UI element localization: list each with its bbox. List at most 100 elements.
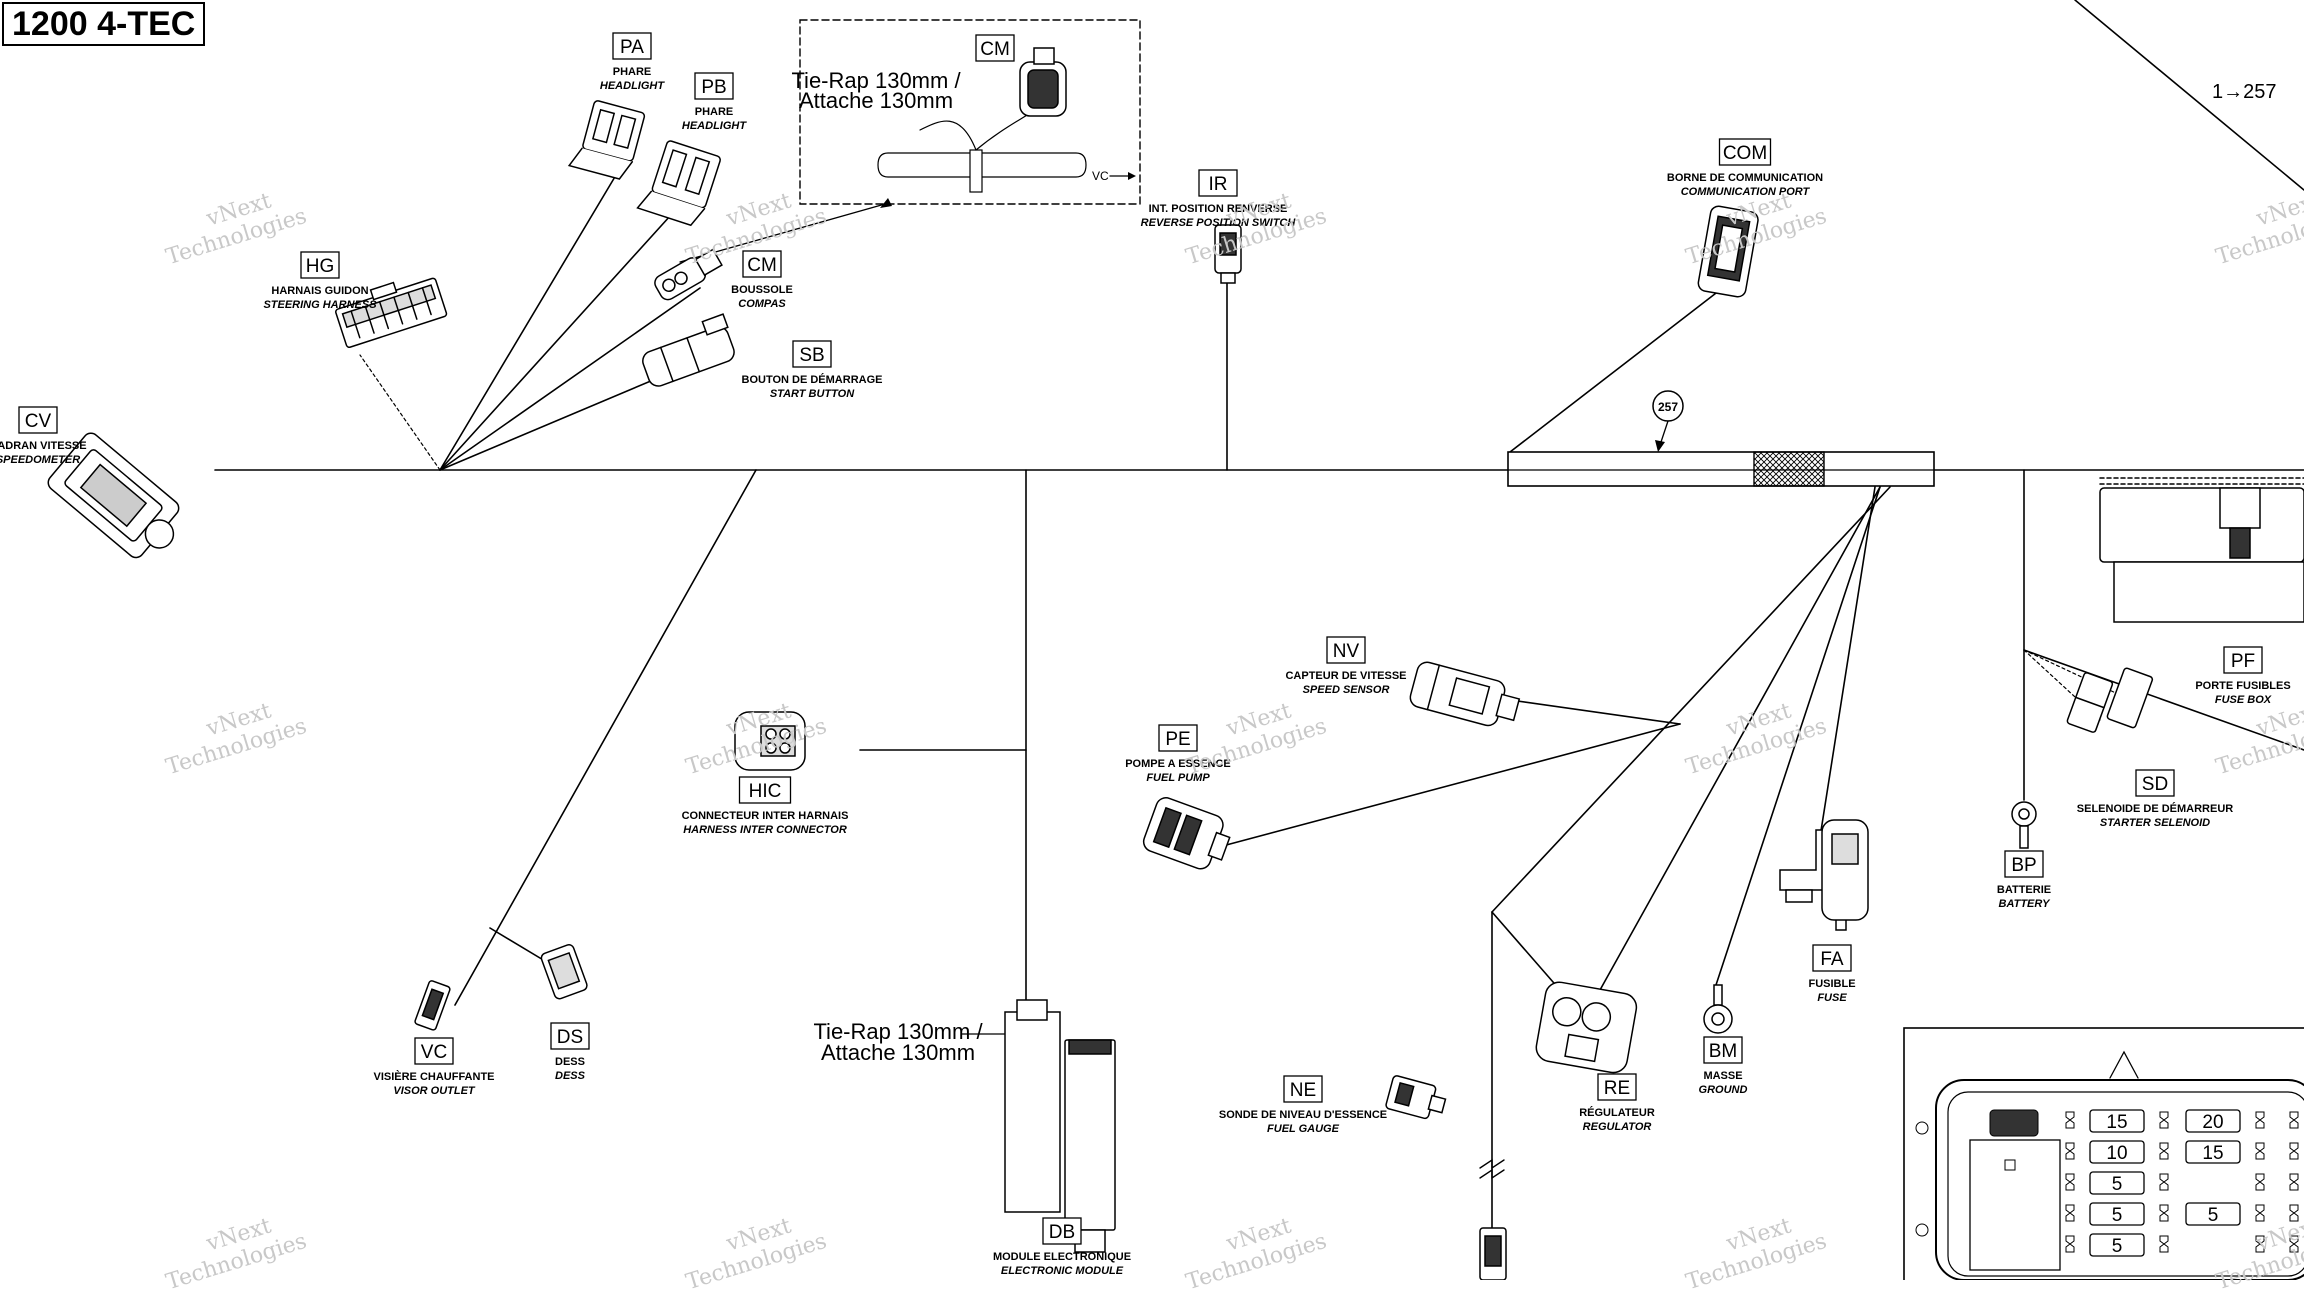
connector-name-fr: PHARE (613, 66, 652, 78)
connector-name-fr: RÉGULATEUR (1579, 1106, 1655, 1119)
fuse-slot-icon (2159, 1142, 2169, 1160)
fuse-slot-icon (2289, 1111, 2299, 1129)
connector-name-fr: CAPTEUR DE VITESSE (1285, 670, 1406, 682)
fuse-rating: 5 (2112, 1236, 2123, 1257)
connector-code: PF (2231, 651, 2255, 672)
fuse-slot-icon (2065, 1111, 2075, 1129)
connector-name-fr: BOUSSOLE (731, 284, 793, 296)
connector-code: CM (980, 39, 1010, 60)
harness-conduit (1507, 451, 1935, 487)
harness-connector-icon (734, 711, 806, 771)
connector-name-fr: FUSIBLE (1808, 978, 1855, 990)
connector-code: BP (2011, 855, 2036, 876)
speedometer-icon (47, 432, 180, 559)
connector-name-fr: BATTERIE (1997, 884, 2051, 896)
fuse-cell: 5 (2089, 1171, 2145, 1195)
speed-sensor-icon (1409, 661, 1521, 727)
connector-name-en: FUEL PUMP (1146, 772, 1210, 784)
ground-terminal-icon (1703, 984, 1733, 1034)
connector-name-fr: MODULE ELECTRONIQUE (993, 1251, 1131, 1263)
connector-name-fr: BORNE DE COMMUNICATION (1667, 172, 1823, 184)
fuse-rating: 5 (2112, 1174, 2123, 1195)
fuse-slot-icon (2255, 1204, 2265, 1222)
connector-name-en: FUEL GAUGE (1267, 1123, 1340, 1135)
fuse-cell: 5 (2185, 1202, 2241, 1226)
headlight-pa-icon (567, 100, 646, 180)
connector-name-fr: MASSE (1703, 1070, 1742, 1082)
connector-name-fr: HARNAIS GUIDON (271, 285, 368, 297)
headlight-pb-icon (636, 140, 721, 227)
connector-name-fr: PORTE FUSIBLES (2195, 680, 2290, 692)
connector-name-en: HEADLIGHT (600, 80, 665, 92)
connector-name-en: VISOR OUTLET (393, 1085, 476, 1097)
connector-name-fr: CONNECTEUR INTER HARNAIS (682, 810, 849, 822)
connector-name-fr: VISIÈRE CHAUFFANTE (373, 1070, 494, 1083)
steering-harness-icon (335, 277, 448, 349)
fuse-slot-icon (2255, 1111, 2265, 1129)
connector-name-en: STEERING HARNESS (263, 299, 377, 311)
tie-rap-bottom-line1: Tie-Rap 130mm / (813, 1019, 983, 1044)
connector-code: BM (1709, 1041, 1738, 1062)
connector-code: CM (747, 255, 777, 276)
fuse-rating: 10 (2106, 1143, 2127, 1164)
communication-port-icon (1697, 205, 1759, 298)
tie-rap-detail: Tie-Rap 130mm / Attache 130mm VC (679, 19, 1141, 263)
connector-name-en: REVERSE POSITION SWITCH (1141, 217, 1297, 229)
tie-rap-bottom: Tie-Rap 130mm /Attache 130mm (813, 1019, 1005, 1065)
visor-outlet-icon (414, 980, 451, 1031)
start-button-icon (642, 313, 735, 387)
fuse-cell: 10 (2089, 1140, 2145, 1164)
tie-rap-top-line1: Tie-Rap 130mm / (791, 68, 961, 93)
fuse-slot-icon (2289, 1235, 2299, 1253)
connector-name-en: FUSE (1817, 992, 1847, 1004)
page-reference: 1→257 (2212, 81, 2277, 103)
connector-code: SB (799, 345, 824, 366)
connector-label-pf: PF PORTE FUSIBLES FUSE BOX (2195, 646, 2291, 706)
fuse-rating: 5 (2112, 1205, 2123, 1226)
connector-label-cm: CM (975, 34, 1015, 62)
fuse-slot-icon (2289, 1173, 2299, 1191)
connector-name-en: STARTER SELENOID (2100, 817, 2210, 829)
fuse-icon (1779, 819, 1869, 931)
relay-block-icon (2099, 477, 2304, 623)
fuel-pump-icon (1142, 797, 1231, 870)
connector-label-fa: FA FUSIBLE FUSE (1808, 944, 1856, 1004)
connector-name-en: ELECTRONIC MODULE (1001, 1265, 1124, 1277)
connector-name-en: FUSE BOX (2215, 694, 2272, 706)
fuse-slot-icon (2255, 1142, 2265, 1160)
model-title: 1200 4-TEC (2, 2, 206, 46)
connector-name-en: HEADLIGHT (682, 120, 747, 132)
reverse-switch-icon (1214, 224, 1242, 284)
tie-rap-top-line2: Attache 130mm (799, 88, 953, 113)
connector-name-fr: PHARE (695, 106, 734, 118)
connector-name-en: COMMUNICATION PORT (1681, 186, 1811, 198)
regulator-icon (1535, 981, 1638, 1074)
tie-rap-bottom-line2: Attache 130mm (821, 1040, 975, 1065)
vc-arrow-label: VC (1092, 169, 1109, 183)
connector-code: SD (2142, 774, 2168, 795)
connector-name-fr: POMPE A ESSENCE (1125, 758, 1231, 770)
fuse-slot-icon (2159, 1111, 2169, 1129)
connector-code: FA (1820, 949, 1844, 970)
fuse-cell: 5 (2089, 1233, 2145, 1257)
connector-code: NV (1333, 641, 1360, 662)
